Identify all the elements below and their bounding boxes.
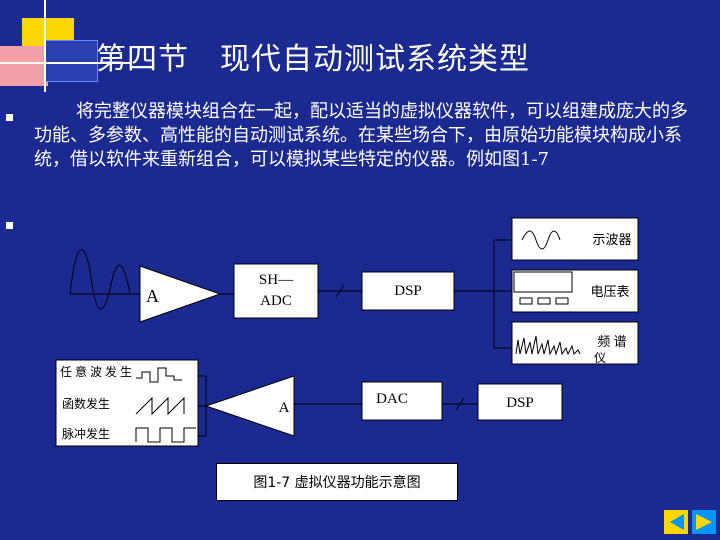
figure-caption: 图1-7 虚拟仪器功能示意图 xyxy=(216,463,458,501)
oscilloscope-label: 示波器 xyxy=(592,232,631,247)
spectrum-label-2: 仪 xyxy=(594,351,606,365)
arbitrary-wave xyxy=(136,367,182,383)
amplifier-top-label: A xyxy=(146,286,159,306)
function-gen-label: 函数发生 xyxy=(62,396,110,411)
voltmeter-display xyxy=(513,271,573,293)
amplifier-bottom-label: A xyxy=(279,400,290,416)
decor-hline xyxy=(0,62,130,64)
voltmeter-label: 电压表 xyxy=(590,284,629,299)
sh-adc-label-1: SH— xyxy=(259,272,294,288)
voltmeter-buttons xyxy=(519,297,569,305)
dsp-top-box xyxy=(361,271,455,311)
sh-adc-label-2: ADC xyxy=(260,293,292,309)
generator-panel xyxy=(55,359,199,447)
dsp-top-label: DSP xyxy=(394,283,422,299)
spectrum-bars xyxy=(515,335,581,356)
dac-label: DAC xyxy=(376,391,408,407)
page-title: 第四节 现代自动测试系统类型 xyxy=(96,42,530,77)
input-waveform xyxy=(69,249,131,310)
oscilloscope-wave xyxy=(521,230,561,250)
sawtooth-wave xyxy=(135,396,185,416)
nav-back-button[interactable] xyxy=(664,510,688,534)
dac-box xyxy=(361,381,443,421)
pulse-wave xyxy=(135,427,196,443)
paragraph-text: 将完整仪器模块组合在一起，配以适当的虚拟仪器软件，可以组建成庞大的多功能、多参数… xyxy=(34,101,688,170)
dsp-bottom-label: DSP xyxy=(506,395,534,411)
amplifier-top xyxy=(139,265,222,323)
body-paragraph: 将完整仪器模块组合在一起，配以适当的虚拟仪器软件，可以组建成庞大的多功能、多参数… xyxy=(34,100,694,172)
spectrum-label-1: 频 谱 xyxy=(597,334,626,349)
nav-forward-button[interactable] xyxy=(692,510,716,534)
oscilloscope-box xyxy=(511,217,639,261)
spectrum-box xyxy=(511,321,639,365)
arbitrary-gen-label: 任 意 波 发 生 xyxy=(60,364,132,379)
decor-vline xyxy=(44,0,46,92)
amplifier-bottom xyxy=(204,375,295,437)
sh-adc-box xyxy=(233,263,319,319)
bullet-2 xyxy=(6,222,13,229)
pulse-gen-label: 脉冲发生 xyxy=(62,426,110,441)
bullet-1 xyxy=(6,114,13,121)
dsp-bottom-box xyxy=(477,383,563,421)
decor-red-square xyxy=(0,46,48,86)
